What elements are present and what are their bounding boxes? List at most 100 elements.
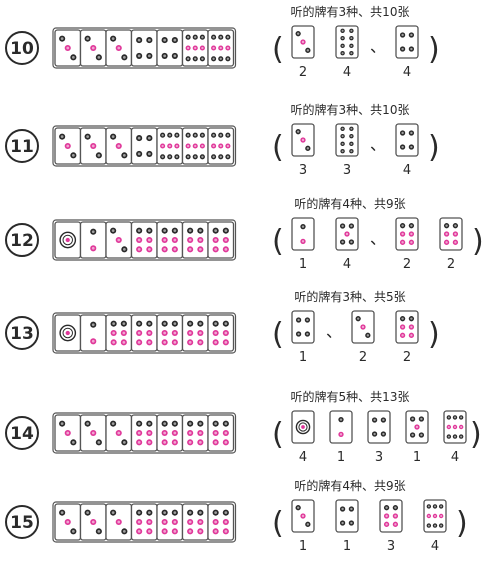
hand-frame — [52, 501, 237, 543]
wait-count: 3 — [343, 163, 351, 178]
hand-tile — [181, 29, 209, 67]
problem-number: 14 — [10, 424, 34, 444]
hand-tile — [156, 221, 184, 259]
wait-tile — [291, 123, 315, 157]
wait-tile — [351, 310, 375, 344]
wait-count: 1 — [337, 450, 345, 465]
wait-count: 2 — [403, 257, 411, 272]
problem-number-badge — [5, 129, 39, 163]
hand-tile — [207, 29, 235, 67]
close-paren: ) — [428, 317, 440, 352]
hand-tile — [181, 127, 209, 165]
hand-tile — [105, 221, 133, 259]
wait-count: 1 — [299, 257, 307, 272]
wait-tile — [395, 25, 419, 59]
wait-tile — [291, 217, 315, 251]
close-paren: ) — [428, 130, 440, 165]
separator-mark: 、 — [326, 322, 342, 341]
hand-tile — [156, 414, 184, 452]
hand-tile — [54, 503, 82, 541]
hand-tile — [79, 414, 107, 452]
wait-count: 4 — [451, 450, 459, 465]
wait-summary-label: 听的牌有3种、共5张 — [294, 289, 405, 304]
wait-tile — [291, 499, 315, 533]
wait-summary-label: 听的牌有5种、共13张 — [291, 389, 410, 404]
wait-tile — [335, 217, 359, 251]
open-paren: ( — [272, 317, 284, 352]
separator-mark: 、 — [370, 37, 386, 56]
hand-tile — [130, 314, 158, 352]
wait-count: 2 — [299, 65, 307, 80]
hand-tile — [156, 314, 184, 352]
hand-tile — [130, 503, 158, 541]
separator-mark: 、 — [370, 229, 386, 248]
wait-count: 2 — [447, 257, 455, 272]
wait-tile — [367, 410, 391, 444]
problem-number: 13 — [10, 324, 34, 344]
close-paren: ) — [472, 224, 484, 259]
hand-tile — [207, 503, 235, 541]
hand-tile — [54, 414, 82, 452]
wait-tile — [291, 410, 315, 444]
wait-count: 4 — [343, 257, 351, 272]
problem-number: 10 — [10, 39, 34, 59]
wait-summary-label: 听的牌有3种、共10张 — [291, 102, 410, 117]
problem-number-badge — [5, 31, 39, 65]
wait-count: 3 — [387, 539, 395, 554]
wait-count: 1 — [299, 350, 307, 365]
wait-tile — [395, 217, 419, 251]
wait-tile — [443, 410, 467, 444]
hand-tile — [105, 314, 133, 352]
wait-summary-label: 听的牌有4种、共9张 — [294, 196, 405, 211]
wait-summary-label: 听的牌有3种、共10张 — [291, 4, 410, 19]
open-paren: ( — [272, 32, 284, 67]
wait-tile — [335, 499, 359, 533]
wait-tile — [335, 123, 359, 157]
wait-count: 4 — [403, 65, 411, 80]
wait-count: 2 — [403, 350, 411, 365]
hand-tile — [156, 503, 184, 541]
hand-frame — [52, 312, 237, 354]
hand-frame — [52, 125, 237, 167]
open-paren: ( — [272, 224, 284, 259]
wait-count: 4 — [299, 450, 307, 465]
open-paren: ( — [272, 417, 284, 452]
hand-tile — [79, 503, 107, 541]
hand-tile — [54, 314, 82, 352]
wait-tile — [379, 499, 403, 533]
hand-tile — [181, 503, 209, 541]
wait-count: 1 — [413, 450, 421, 465]
wait-count: 4 — [431, 539, 439, 554]
wait-tile — [291, 25, 315, 59]
wait-count: 1 — [343, 539, 351, 554]
hand-tile — [207, 221, 235, 259]
wait-tile — [291, 310, 315, 344]
hand-frame — [52, 219, 237, 261]
hand-frame — [52, 412, 237, 454]
problem-number-badge — [5, 223, 39, 257]
hand-tile — [130, 29, 158, 67]
problem-number: 12 — [10, 231, 34, 251]
wait-tile — [395, 310, 419, 344]
open-paren: ( — [272, 506, 284, 541]
hand-tile — [130, 127, 158, 165]
problem-row: 12 听的牌有4种、共9张 (1 4 、 2 2) — [5, 196, 484, 272]
hand-tile — [54, 29, 82, 67]
close-paren: ) — [470, 417, 482, 452]
hand-tile — [79, 314, 107, 352]
problem-number-badge — [5, 316, 39, 350]
wait-tile — [423, 499, 447, 533]
wait-count: 3 — [375, 450, 383, 465]
wait-tile — [335, 25, 359, 59]
hand-tile — [79, 29, 107, 67]
hand-tile — [156, 127, 184, 165]
close-paren: ) — [428, 32, 440, 67]
hand-tile — [130, 221, 158, 259]
wait-count: 1 — [299, 539, 307, 554]
wait-tile — [329, 410, 353, 444]
